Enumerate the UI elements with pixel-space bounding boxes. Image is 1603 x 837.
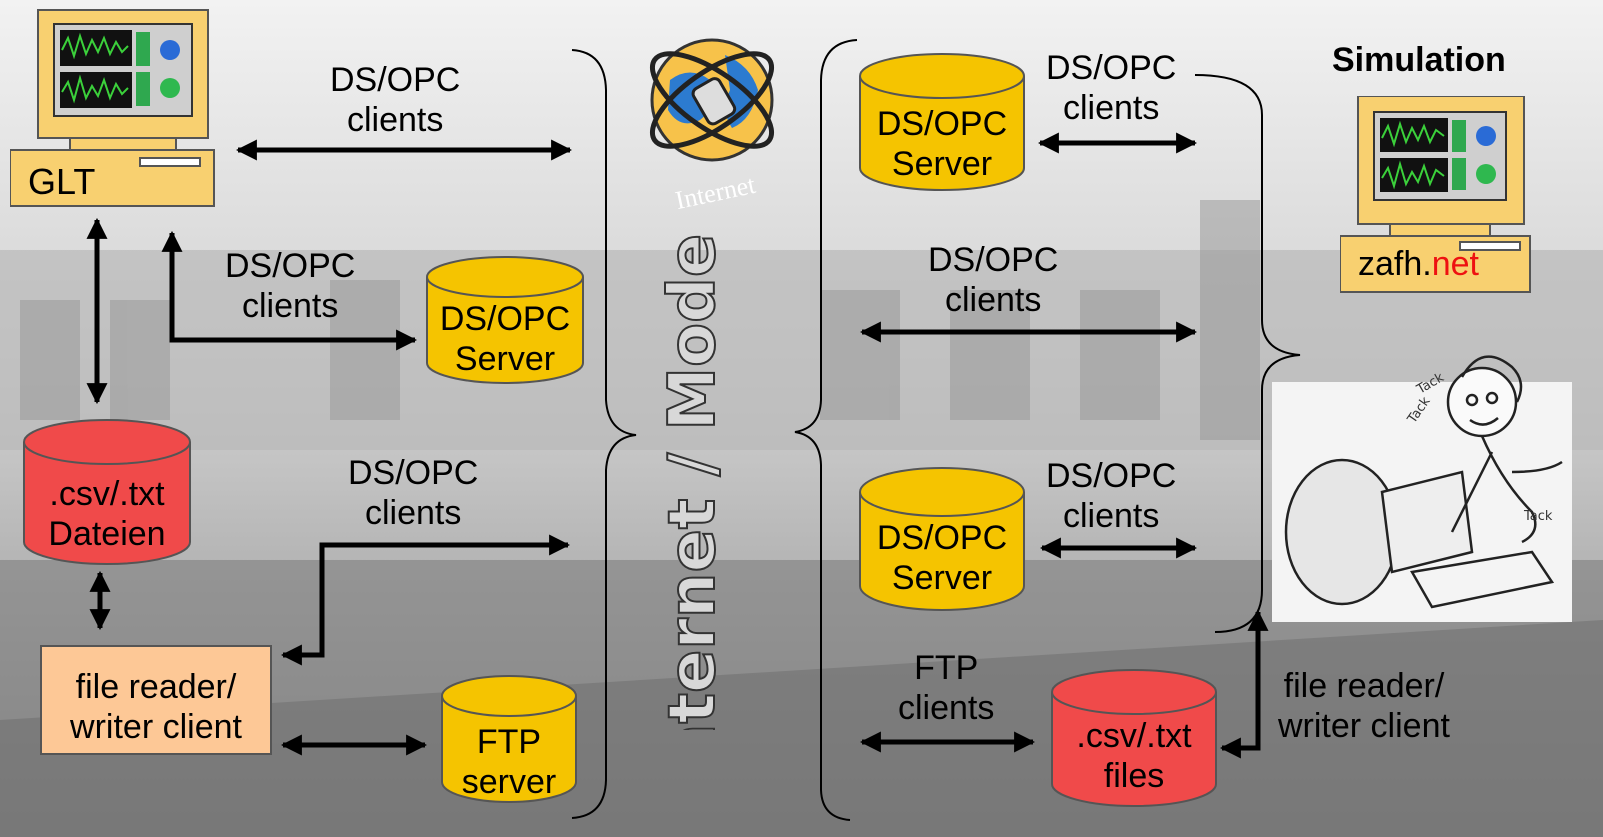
simulation-pc-label-suffix: net: [1431, 245, 1479, 283]
cylinder-line: .csv/.txt: [49, 475, 165, 513]
cylinder-line: Server: [891, 559, 993, 597]
cylinder-right-files: .csv/.txt files: [1050, 668, 1218, 808]
cylinder-line: files: [1103, 757, 1165, 795]
cylinder-right-server-top: DS/OPC Server: [858, 52, 1026, 192]
computer-icon: [9, 9, 215, 207]
arrow-reader-internet: [280, 534, 571, 666]
cylinder-line: server: [461, 763, 557, 801]
database-cylinder-icon: [859, 467, 1025, 611]
cylinder-line: DS/OPC: [439, 300, 571, 338]
cylinder-line: DS/OPC: [876, 105, 1008, 143]
person-at-computer-illustration: Tack Tack Tack: [1272, 355, 1572, 622]
label-line: clients: [898, 689, 995, 727]
label-line: DS/OPC: [225, 247, 356, 285]
label-line: DS/OPC: [330, 61, 461, 99]
label-left-low-clients: DS/OPC clients: [348, 453, 478, 533]
cylinder-right-server-low: DS/OPC Server: [858, 466, 1026, 612]
vertical-title: Internet / Modem: [655, 230, 731, 730]
cylinder-line: DS/OPC: [876, 519, 1008, 557]
box-line: file reader/: [75, 668, 237, 706]
simulation-pc-label: zafh.net: [1358, 244, 1479, 284]
cylinder-line: Server: [454, 340, 556, 378]
label-line: DS/OPC: [928, 241, 1059, 279]
label-right-ftp-clients: FTP clients: [898, 648, 994, 728]
arrow-files-simulation: [1219, 609, 1269, 759]
vertical-title-text: Internet / Modem: [656, 230, 730, 730]
arrow-glt-left-server: [161, 230, 418, 351]
cylinder-line: FTP: [476, 723, 542, 761]
database-cylinder-icon: [426, 256, 584, 384]
label-line: clients: [241, 287, 339, 325]
cylinder-left-server: DS/OPC Server: [425, 255, 585, 385]
simulation-pc-label-prefix: zafh.: [1358, 245, 1432, 283]
label-right-mid-clients: DS/OPC clients: [928, 240, 1058, 320]
label-line: writer client: [1278, 707, 1450, 745]
label-right-low-clients: DS/OPC clients: [1046, 456, 1176, 536]
cylinder-left-files: .csv/.txt Dateien: [22, 418, 192, 566]
label-line: DS/OPC: [1046, 49, 1177, 87]
label-line: file reader/: [1283, 667, 1445, 705]
label-line: DS/OPC: [1046, 457, 1177, 495]
label-line: clients: [364, 494, 462, 532]
glt-label: GLT: [28, 161, 96, 202]
cylinder-left-ftp: FTP server: [440, 674, 578, 804]
label-line: clients: [1062, 89, 1160, 127]
database-cylinder-icon: [1051, 669, 1217, 807]
database-cylinder-icon: [23, 419, 191, 565]
computer-icon: [1339, 95, 1531, 293]
simulation-title: Simulation: [1332, 41, 1506, 79]
label-left-mid-clients: DS/OPC clients: [225, 246, 355, 326]
database-cylinder-icon: [441, 675, 577, 803]
globe-icon: [649, 38, 775, 162]
label-right-top-clients: DS/OPC clients: [1046, 48, 1176, 128]
file-reader-writer-box: file reader/ writer client: [40, 645, 272, 755]
svg-text:Tack: Tack: [1523, 509, 1553, 524]
cylinder-line: .csv/.txt: [1076, 717, 1192, 755]
label-line: DS/OPC: [348, 454, 479, 492]
cylinder-line: Server: [891, 145, 993, 183]
box-line: writer client: [70, 708, 242, 746]
label-line: clients: [346, 101, 444, 139]
label-line: clients: [944, 281, 1042, 319]
simulation-sketch: Tack Tack Tack: [1272, 322, 1572, 622]
database-cylinder-icon: [859, 53, 1025, 191]
label-left-top-clients: DS/OPC clients: [330, 60, 460, 140]
label-line: FTP: [914, 649, 979, 687]
brace-simulation: [1194, 74, 1301, 633]
brace-right: [794, 39, 858, 821]
brace-left: [571, 49, 637, 819]
cylinder-line: Dateien: [48, 515, 166, 553]
glt-computer: GLT: [9, 8, 232, 208]
label-right-file-rw: file reader/ writer client: [1278, 666, 1450, 746]
simulation-computer: zafh.net: [1339, 95, 1540, 296]
label-line: clients: [1062, 497, 1160, 535]
internet-globe: Internet: [640, 10, 790, 215]
